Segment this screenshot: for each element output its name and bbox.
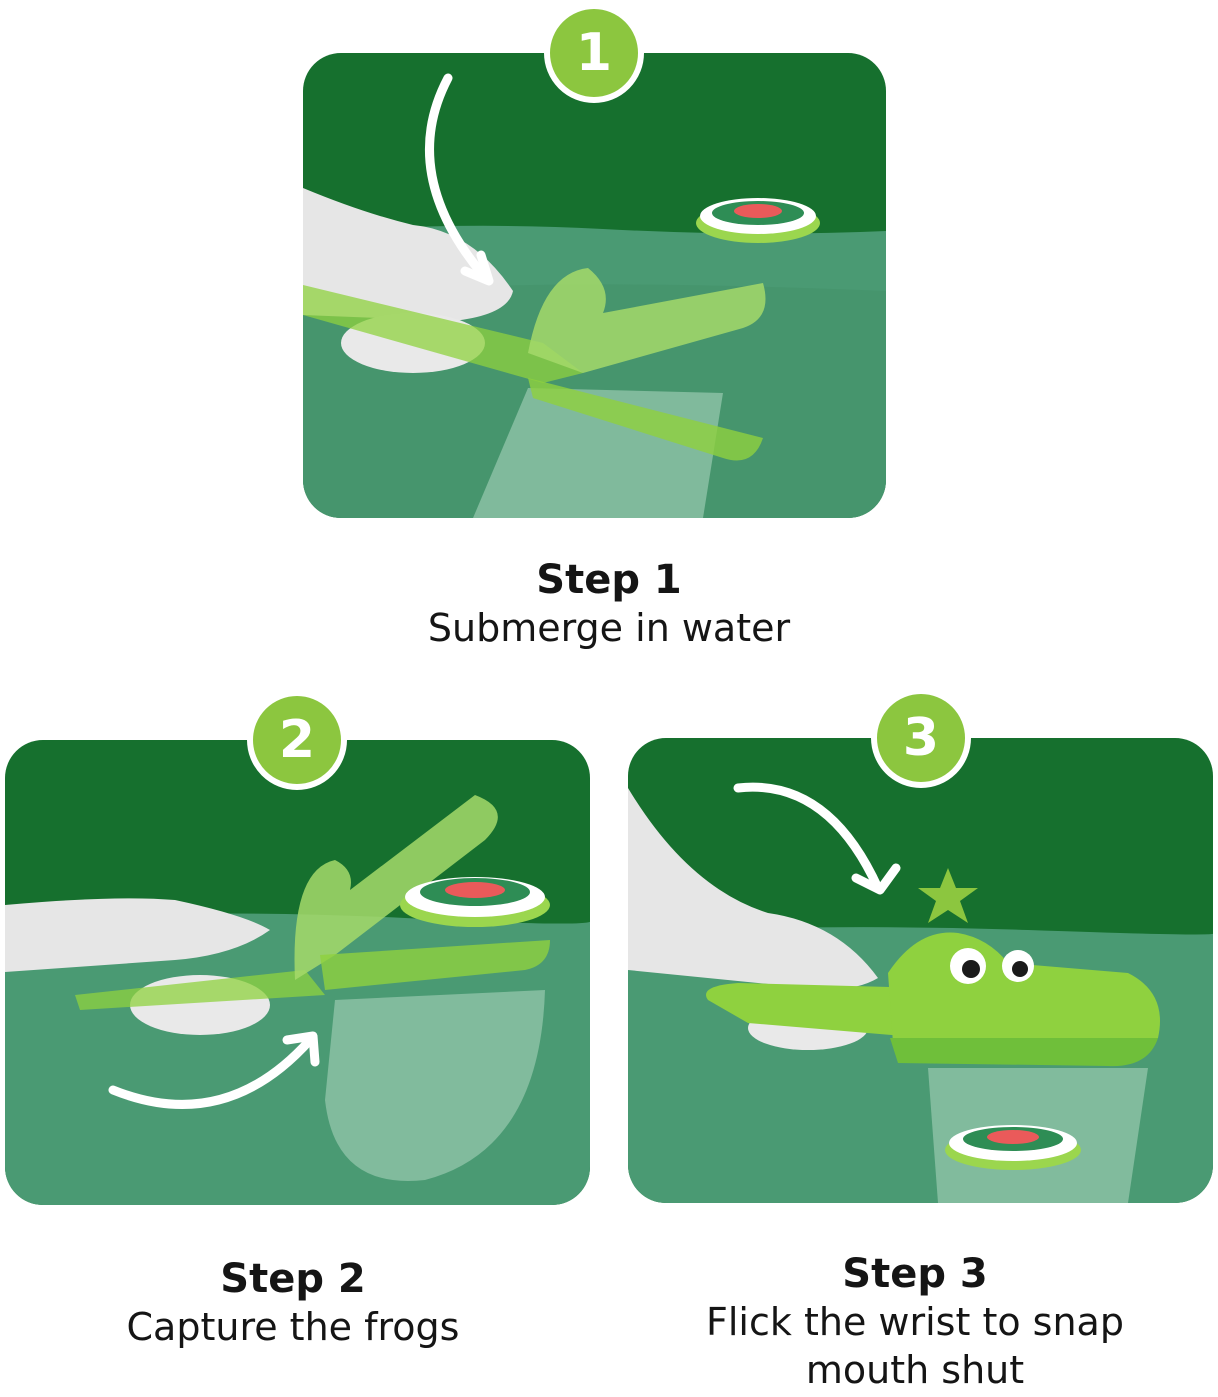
step-2-badge: 2 [247,690,347,790]
arrow-head [282,1031,320,1067]
down-arrow [733,782,883,893]
step-3-description: Flick the wrist to snap mouth shut [706,1300,1124,1392]
crocodile-head [888,932,1160,1067]
hand [628,788,878,990]
step-3-title: Step 3 [842,1251,988,1297]
step-3-scene [628,738,1213,1203]
crocodile-head [528,268,766,373]
step-2-caption: Step 2 Capture the frogs [43,1255,543,1351]
step-1-badge: 1 [544,3,644,103]
crocodile-jaw [528,378,763,461]
step-3-illustration [628,738,1213,1203]
step-2-number: 2 [278,710,316,770]
step-1-caption: Step 1 Submerge in water [309,556,909,652]
step-2-title: Step 2 [220,1256,366,1302]
hand [303,188,513,321]
hand [5,898,270,972]
step-3-badge: 3 [871,688,971,788]
net [325,990,545,1181]
down-arrow [424,73,488,280]
captured-frog-disc [945,1125,1081,1170]
snap-star-icon [918,868,978,923]
crocodile-head [294,795,498,980]
step-2-illustration [5,740,590,1205]
frog-disc [400,877,550,927]
step-1-scene [303,53,886,518]
arrow-head [460,250,494,286]
step-1-description: Submerge in water [427,606,791,650]
up-arrow [108,1035,315,1109]
crocodile-jaw [320,940,550,990]
step-3-number: 3 [902,708,940,768]
arrow-head [851,863,901,895]
step-2-scene [5,740,590,1205]
crocodile-body [303,285,583,383]
step-1-illustration [303,53,886,518]
step-2-description: Capture the frogs [126,1305,460,1349]
crocodile-body [706,983,928,1038]
crocodile-body [75,970,325,1010]
step-1-title: Step 1 [536,557,682,603]
floating-frog-disc [696,198,820,243]
step-3-caption: Step 3 Flick the wrist to snap mouth shu… [670,1250,1160,1394]
step-1-number: 1 [575,23,613,83]
